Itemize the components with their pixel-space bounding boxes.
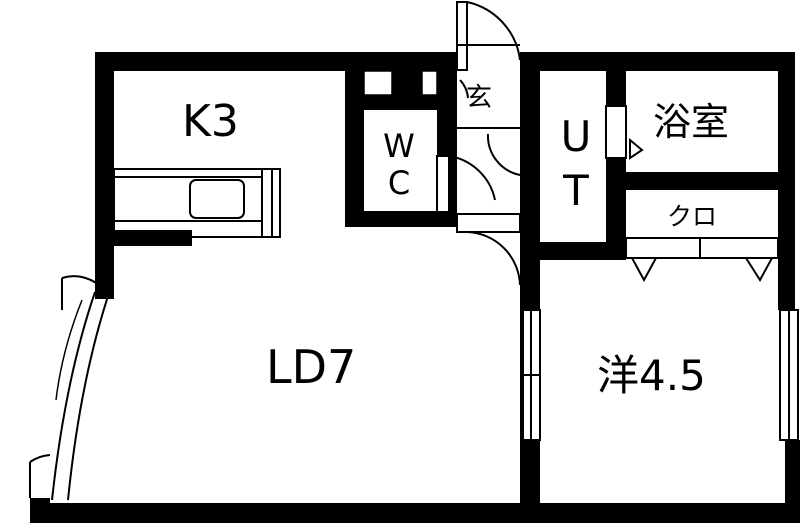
room-label-unit: UT bbox=[560, 112, 592, 215]
room-label-kitchen: K3 bbox=[182, 96, 239, 147]
right-window bbox=[779, 309, 799, 441]
closet-doors bbox=[625, 237, 779, 283]
room-label-closet: クロ bbox=[667, 202, 718, 231]
wall-top-right bbox=[520, 52, 795, 71]
ut-bath-door bbox=[605, 105, 644, 160]
wall-left-upper bbox=[95, 52, 114, 292]
bath-closet-walls bbox=[606, 172, 795, 260]
outer-walls bbox=[30, 52, 800, 523]
wall-right-lower bbox=[785, 440, 800, 505]
wc-door bbox=[436, 155, 496, 213]
room-label-toilet: WC bbox=[383, 127, 415, 202]
kitchen-counter bbox=[113, 168, 281, 238]
sink-icon bbox=[189, 179, 245, 219]
wc-upper-window bbox=[363, 70, 438, 96]
room-label-western: 洋4.5 bbox=[597, 351, 706, 400]
wall-left-lower bbox=[95, 285, 114, 299]
wall-bottom bbox=[30, 503, 800, 523]
room-label-entrance: 玄 bbox=[466, 83, 493, 113]
room-label-living-dining: LD7 bbox=[266, 340, 357, 394]
bay-window bbox=[29, 275, 111, 501]
room-label-bathroom: 浴室 bbox=[653, 100, 730, 144]
western-room-door bbox=[522, 309, 541, 441]
wall-top-left bbox=[95, 52, 460, 71]
wall-bay-bottom bbox=[30, 498, 50, 523]
